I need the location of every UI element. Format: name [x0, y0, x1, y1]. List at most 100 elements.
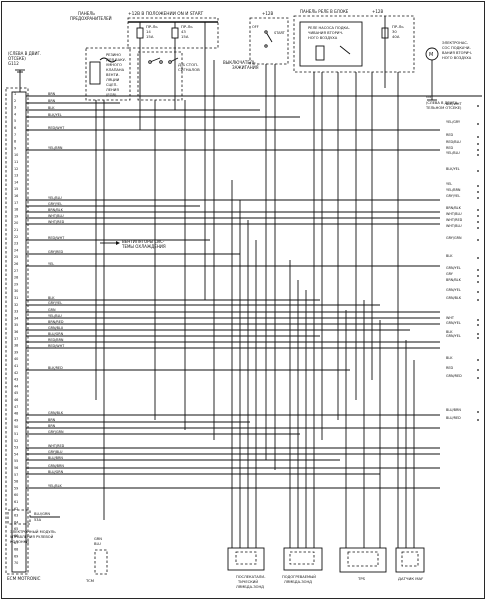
ignition-switch: +12В OFF START ВЫКЛЮЧАТЕЛЬ ЗАЖИГАНИЯ: [223, 11, 289, 70]
ecm-pin-label: 24: [14, 248, 18, 252]
ecm-pin-label: 41: [14, 364, 18, 368]
left-wire-label: YEL/BLU: [48, 196, 62, 200]
wire-endpoint: [477, 291, 479, 293]
left-wire-label: GRN/BLU: [48, 326, 64, 330]
left-wire-label: BLK: [48, 106, 55, 110]
ecm-pin-label: 5: [14, 119, 16, 123]
ecm-pin-label: 45: [14, 391, 18, 395]
svg-text:M: M: [429, 52, 433, 58]
ecm-pin-label: 13: [14, 174, 18, 178]
wire-endpoint: [477, 143, 479, 145]
ecm-pin-label: 54: [14, 452, 18, 456]
wire-endpoint: [477, 359, 479, 361]
ecm-pin-label: 70: [14, 561, 18, 565]
svg-text:ЗАЖИГАНИЯ: ЗАЖИГАНИЯ: [232, 65, 259, 70]
right-wire-label: RED: [446, 366, 453, 370]
left-wire-label: GRN/BLK: [48, 411, 64, 415]
ecm-pin-label: 6: [14, 126, 16, 130]
ecm-pin-label: 12: [14, 167, 18, 171]
left-corner-line-3: G112: [8, 61, 19, 66]
ecm-pin-label: 37: [14, 337, 18, 341]
ecm-pin-label: 33: [14, 310, 18, 314]
svg-text:START: START: [274, 31, 286, 35]
svg-text:15А: 15А: [181, 34, 189, 39]
right-wire-label: BLU/BRN: [446, 408, 461, 412]
tcm-connector: GRN BLU TCM: [85, 537, 108, 583]
ecm-pin-label: 1: [14, 92, 16, 96]
left-wire-label: BRN/BLK: [48, 208, 64, 212]
svg-text:(СЛЕВА В ДВИГА-: (СЛЕВА В ДВИГА-: [426, 101, 459, 105]
wire-endpoint: [477, 333, 479, 335]
ecm-pin-label: 4: [14, 112, 16, 116]
brake-switch: Д-Б СТОП- СИГНАЛОВ: [137, 51, 200, 101]
svg-text:15А: 15А: [146, 34, 154, 39]
fuse-14: ПР-Ль 14 15А: [136, 22, 158, 48]
wire-endpoint: [477, 275, 479, 277]
fuse-43: ПР-Ль 43 15А: [171, 22, 193, 48]
ecm-pin-label: 29: [14, 282, 18, 286]
left-wire-label: GRY/YEL: [48, 301, 62, 305]
left-wire-label: BLK/YEL: [48, 113, 62, 117]
svg-text:+12В: +12В: [372, 9, 383, 14]
ecm-pin-label: 26: [14, 262, 18, 266]
ecm-pin-label: 22: [14, 235, 18, 239]
right-wire-label: GRN/RED: [446, 374, 462, 378]
ecm-title: ECM MOTRONIC: [7, 576, 41, 581]
left-wire-label: GRY/BLU: [48, 450, 63, 454]
svg-text:ПР-Ль: ПР-Ль: [392, 24, 404, 29]
ecm-pin-label: 47: [14, 405, 18, 409]
left-wire-label: WHT/BLU: [48, 214, 64, 218]
right-wire-labels: BLK/WHTYEL/GRYREDRED/BLUREDYEL/BLUBLK/YE…: [446, 102, 479, 421]
left-wire-label: RED/BRN: [48, 338, 64, 342]
svg-text:ВЫКЛЮЧАТЕЛЬ: ВЫКЛЮЧАТЕЛЬ: [223, 60, 256, 65]
left-wire-label: BLK/RED: [48, 366, 63, 370]
svg-text:ТИЧЕСКИЙ: ТИЧЕСКИЙ: [237, 579, 258, 584]
svg-text:BLU/GRN: BLU/GRN: [34, 512, 50, 516]
wire-endpoint: [477, 209, 479, 211]
ecm-pin-strip: [11, 91, 27, 573]
ecm-pin-label: 57: [14, 473, 18, 477]
left-wire-label: YEL/BLK: [48, 484, 62, 488]
wire-endpoint: [477, 197, 479, 199]
ecm-pin-label: 50: [14, 425, 18, 429]
wire-endpoint: [477, 215, 479, 217]
ecm-connector: 1234567891011121314151617181920212223242…: [5, 87, 41, 581]
wire-endpoint: [477, 239, 479, 241]
ecm-pin-label: 17: [14, 201, 18, 205]
svg-text:ЭЛЕКТРОННЫЙ МОДУЛЬ: ЭЛЕКТРОННЫЙ МОДУЛЬ: [10, 529, 56, 534]
ecm-pin-label: 20: [14, 221, 18, 225]
svg-text:НОГО ВОЗДУХА: НОГО ВОЗДУХА: [442, 56, 472, 60]
ecm-pin-label: 55: [14, 459, 18, 463]
ecm-pin-label: 7: [14, 133, 16, 137]
ecm-pin-label: 62: [14, 507, 18, 511]
ecm-pin-label: 65: [14, 527, 18, 531]
svg-text:TCM: TCM: [85, 578, 94, 583]
ecm-pin-label: 58: [14, 480, 18, 484]
right-wire-label: GRY/YEL: [446, 194, 460, 198]
right-wire-label: WHT: [446, 316, 455, 320]
wire-endpoint: [477, 419, 479, 421]
svg-text:ЛЯМБДА-ЗОНД: ЛЯМБДА-ЗОНД: [236, 585, 264, 589]
svg-text:(EGR): (EGR): [106, 93, 117, 97]
ecm-pin-label: 32: [14, 303, 18, 307]
ecm-pin-label: 52: [14, 439, 18, 443]
right-wire-label: BRN/BLK: [446, 278, 462, 282]
ecm-pin-label: 66: [14, 534, 18, 538]
left-wire-label: BLU/GRN: [48, 470, 64, 474]
left-wire-label: BLK: [48, 296, 55, 300]
ecm-pin-label: 2: [14, 99, 16, 103]
ecm-pin-label: 56: [14, 466, 18, 470]
svg-text:ВЕНТИЛЯТОРЫ СИС-: ВЕНТИЛЯТОРЫ СИС-: [122, 239, 165, 244]
svg-text:УМНОГО: УМНОГО: [106, 63, 122, 67]
wire-endpoint: [477, 377, 479, 379]
svg-text:Д-Б СТОП-: Д-Б СТОП-: [178, 62, 199, 67]
svg-text:ВАНИЯ ВТОРИЧ-: ВАНИЯ ВТОРИЧ-: [442, 51, 473, 55]
ecm-connector-shell: [5, 87, 29, 575]
svg-text:ТЕМЫ ОХЛАЖДЕНИЯ: ТЕМЫ ОХЛАЖДЕНИЯ: [121, 244, 166, 249]
ecm-pin-label: 30: [14, 289, 18, 293]
wire-endpoint: [477, 221, 479, 223]
ecm-pin-label: 39: [14, 350, 18, 354]
left-corner-line-2: ОТСЕКЕ): [8, 56, 26, 61]
